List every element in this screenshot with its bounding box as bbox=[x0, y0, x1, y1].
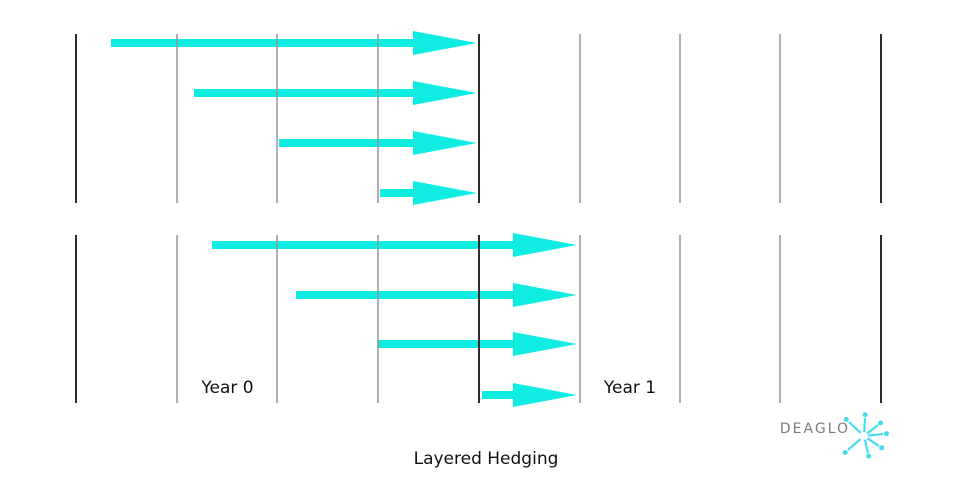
diagram-caption: Layered Hedging bbox=[413, 449, 559, 469]
starburst-ray bbox=[866, 437, 880, 447]
starburst-dot bbox=[842, 450, 848, 456]
starburst-dot bbox=[843, 416, 849, 422]
starburst-dot bbox=[878, 420, 884, 426]
hedge-arrow bbox=[212, 233, 577, 257]
hedge-arrow bbox=[378, 332, 577, 356]
starburst-ray bbox=[848, 421, 862, 434]
hedge-arrow bbox=[111, 31, 477, 55]
starburst-ray bbox=[847, 438, 862, 451]
hedge-arrow bbox=[380, 181, 477, 205]
deaglo-logo-text: DEAGLO bbox=[779, 421, 850, 437]
starburst-dot bbox=[862, 412, 868, 418]
starburst-ray bbox=[866, 424, 879, 435]
starburst-dot bbox=[879, 445, 885, 451]
starburst-icon bbox=[842, 412, 889, 459]
hedge-arrow bbox=[194, 81, 477, 105]
starburst-dot bbox=[866, 453, 872, 459]
starburst-ray bbox=[868, 432, 884, 437]
starburst-ray bbox=[863, 439, 870, 454]
deaglo-logo: DEAGLO bbox=[750, 404, 910, 464]
starburst-dot bbox=[883, 431, 889, 437]
year1-label: Year 1 bbox=[603, 378, 657, 398]
year0-label: Year 0 bbox=[201, 378, 254, 398]
starburst-ray bbox=[863, 417, 867, 433]
hedge-arrow bbox=[296, 283, 577, 307]
hedge-arrow bbox=[482, 383, 577, 407]
